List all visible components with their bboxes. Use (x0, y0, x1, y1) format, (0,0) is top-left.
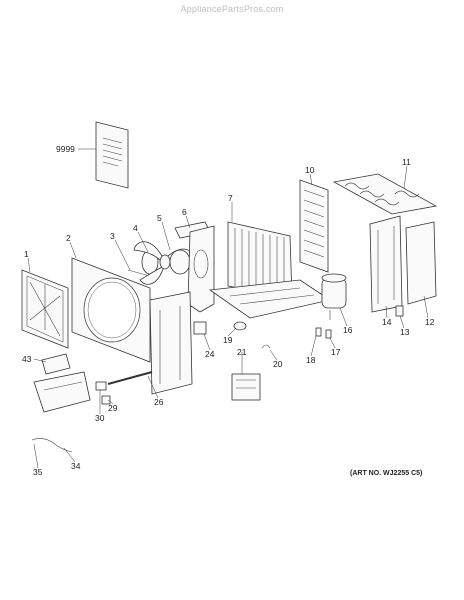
front-grille (21, 269, 69, 349)
callout-labels: 9999 1 2 3 4 5 6 7 10 11 12 13 14 16 17 … (22, 144, 435, 477)
service-valves (315, 327, 332, 339)
callout-label: 43 (22, 354, 32, 364)
callout-label: 5 (157, 213, 162, 223)
callout-label: 19 (223, 335, 233, 345)
callout-label: 17 (331, 347, 341, 357)
callout-label: 12 (425, 317, 435, 327)
callout-label: 13 (400, 327, 410, 337)
leader-lines (27, 148, 429, 469)
control-plate (149, 291, 193, 395)
wire-harness (31, 438, 73, 453)
callout-label: 29 (108, 403, 118, 413)
callout-label: 3 (110, 231, 115, 241)
callout-label: 6 (182, 207, 187, 217)
callout-label: 21 (237, 347, 247, 357)
fan-assembly (127, 241, 194, 285)
capacitor (193, 321, 207, 335)
callout-label: 20 (273, 359, 283, 369)
condenser-coil (227, 221, 293, 299)
front-panel (71, 257, 151, 363)
callout-label: 24 (205, 349, 215, 359)
callout-label: 9999 (56, 144, 75, 154)
control-board (33, 353, 91, 413)
watermark: AppliancePartsPros.com (180, 4, 284, 14)
callout-label: 2 (66, 233, 71, 243)
callout-label: 11 (402, 157, 411, 167)
compressor (321, 273, 347, 320)
callout-label: 14 (382, 317, 392, 327)
callout-label: 34 (71, 461, 81, 471)
top-cover (332, 173, 438, 215)
callout-label: 10 (305, 165, 315, 175)
side-panels (369, 215, 437, 317)
callout-label: 26 (154, 397, 164, 407)
callout-label: 4 (133, 223, 138, 233)
manual-booklet (95, 121, 129, 189)
callout-label: 16 (343, 325, 353, 335)
rear-grille (299, 179, 329, 273)
small-components (231, 321, 271, 401)
sensor-rod (107, 371, 153, 385)
callout-label: 7 (228, 193, 233, 203)
terminal-parts (95, 381, 111, 405)
callout-label: 35 (33, 467, 43, 477)
callout-label: 1 (24, 249, 29, 259)
art-number: (ART NO. WJ2255 C5) (350, 470, 423, 477)
callout-label: 30 (95, 413, 105, 423)
callout-label: 18 (306, 355, 316, 365)
